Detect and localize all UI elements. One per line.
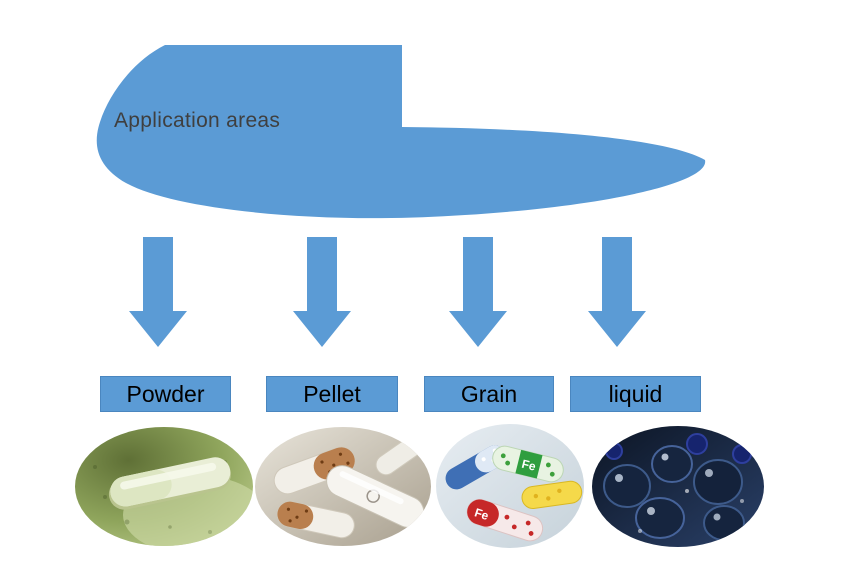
powder-illustration [75, 427, 253, 546]
down-arrow-icon [129, 237, 187, 347]
liquid-image [592, 426, 764, 547]
capsule-icon [108, 457, 231, 510]
diagram-title: Application areas [114, 109, 281, 132]
category-label-powder: Powder [100, 376, 231, 412]
category-label-grain: Grain [424, 376, 554, 412]
pellet-image [255, 427, 431, 546]
fe-label: Fe [520, 457, 537, 474]
red-capsule-icon: Fe [466, 498, 544, 542]
fe-label: Fe [473, 505, 491, 523]
green-capsule-icon: Fe [492, 445, 564, 483]
down-arrow-icon [449, 237, 507, 347]
down-arrow-icon [588, 237, 646, 347]
speckled-capsule-icon [276, 501, 355, 539]
powder-image [75, 427, 253, 546]
glass-bottle-icon [635, 497, 685, 539]
application-areas-shape [96, 45, 706, 219]
down-arrow-icon [293, 237, 351, 347]
pellet-illustration [255, 427, 431, 546]
liquid-illustration [592, 426, 764, 547]
white-capsule-icon [326, 465, 425, 528]
glass-bottle-icon [603, 464, 651, 508]
yellow-capsule-icon [521, 480, 583, 510]
glass-bottle-icon [651, 445, 693, 483]
glass-bottle-icon [693, 459, 743, 505]
category-label-pellet: Pellet [266, 376, 398, 412]
grain-illustration: Fe Fe [436, 424, 584, 548]
category-label-liquid: liquid [570, 376, 701, 412]
grain-image: Fe Fe [436, 424, 584, 548]
